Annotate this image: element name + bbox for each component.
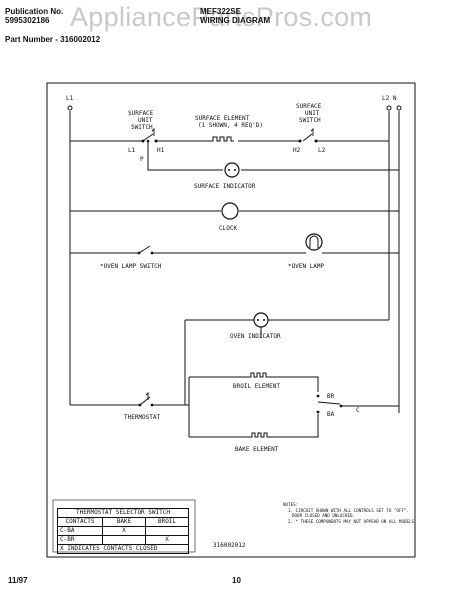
label-oven-lamp: *OVEN LAMP <box>288 263 325 270</box>
junction-h1 <box>154 139 158 143</box>
table-row: C-BR X <box>57 535 189 545</box>
thermostat-selector-table: THERMOSTAT SELECTOR SWITCH CONTACTS BAKE… <box>57 508 189 554</box>
junction-lamp-switch-b <box>150 251 154 255</box>
label-broil-element: BROIL ELEMENT <box>233 383 280 390</box>
selector-cell: X <box>102 526 146 536</box>
surface-switch-left-knob-icon <box>151 127 155 136</box>
label-terminal-c: C <box>356 407 360 414</box>
surface-indicator-wire-left <box>147 141 223 171</box>
junction-br <box>316 394 320 398</box>
label-terminal-h2: H2 <box>293 147 301 154</box>
label-bake-element: BAKE ELEMENT <box>235 446 279 453</box>
notes-line-2: 2. * THESE COMPONENTS MAY NOT APPEAR ON … <box>288 519 417 524</box>
selector-cell: X <box>145 535 189 545</box>
selector-header-bake: BAKE <box>102 517 146 527</box>
label-surface-switch-right-2: UNIT <box>305 110 320 117</box>
surface-element-symbol <box>210 136 234 142</box>
l1-terminal <box>67 105 73 111</box>
bake-wire-right <box>270 414 319 438</box>
model-number: MEF322SE <box>200 7 241 16</box>
selector-cell <box>145 526 189 536</box>
label-terminal-l2: L2 <box>318 147 326 154</box>
broil-wire-right <box>269 376 319 392</box>
selector-table-footnote: X INDICATES CONTACTS CLOSED <box>57 544 189 554</box>
junction-l2 <box>314 139 318 143</box>
junction-ba <box>316 410 320 414</box>
label-surface-switch-left-1: SURFACE <box>128 110 154 117</box>
selector-cell <box>102 535 146 545</box>
junction-p <box>146 139 150 143</box>
surface-indicator-dot <box>234 169 236 171</box>
label-thermostat: THERMOSTAT <box>124 414 161 421</box>
label-l1: L1 <box>66 95 74 102</box>
label-surface-element: SURFACE ELEMENT <box>195 115 250 122</box>
oven-indicator-dot <box>257 319 259 321</box>
selector-cell: C-BR <box>57 535 103 545</box>
surface-switch-right-contact <box>302 133 313 142</box>
footer-page-number: 10 <box>232 576 241 585</box>
thermostat-contact <box>139 396 151 406</box>
thermostat-knob-icon <box>145 391 149 400</box>
notes-line-1: 1. CIRCUIT SHOWN WITH ALL CONTROLS SET T… <box>288 508 409 513</box>
label-terminal-ba: BA <box>327 411 335 418</box>
junction-c <box>339 404 343 408</box>
junction-thermostat-a <box>138 403 142 407</box>
clock-icon <box>221 202 239 220</box>
surface-switch-left-contact <box>142 133 154 142</box>
surface-indicator-lamp-icon <box>224 162 240 178</box>
n-terminal <box>396 105 402 111</box>
diagram-part-number: 316002012 <box>213 542 246 549</box>
selector-table-title: THERMOSTAT SELECTOR SWITCH <box>57 508 189 518</box>
label-oven-indicator: OVEN INDICATOR <box>230 333 281 340</box>
oven-lamp-switch-contact <box>138 245 151 254</box>
diagram-frame <box>46 82 416 558</box>
label-surface-element-qty: (1 SHOWN, 4 REQ'D) <box>198 122 263 129</box>
label-oven-lamp-switch: *OVEN LAMP SWITCH <box>100 263 162 270</box>
l2-terminal <box>386 105 392 111</box>
label-terminal-h1: H1 <box>157 147 165 154</box>
publication-label: Publication No. <box>5 7 64 16</box>
notes-line-1b: DOOR CLOSED AND UNLOCKED. <box>292 513 355 518</box>
selector-switch-lever <box>317 401 341 405</box>
junction-l1 <box>141 139 145 143</box>
footer-date: 11/97 <box>8 576 28 585</box>
label-terminal-p: P <box>140 156 144 163</box>
oven-indicator-lamp-icon <box>253 312 269 328</box>
junction-thermostat-b <box>150 403 154 407</box>
oven-indicator-dot <box>263 319 265 321</box>
label-terminal-l1: L1 <box>128 147 136 154</box>
label-surface-switch-right-1: SURFACE <box>296 103 322 110</box>
selector-header-broil: BROIL <box>145 517 189 527</box>
surface-switch-right-knob-icon <box>310 127 314 136</box>
label-surface-switch-left-3: SWITCH <box>131 124 153 131</box>
junction-h2 <box>298 139 302 143</box>
label-terminal-br: BR <box>327 393 335 400</box>
table-row: C-BA X <box>57 526 189 536</box>
label-l2-n: L2 N <box>382 95 397 102</box>
selector-cell: C-BA <box>57 526 103 536</box>
label-surface-indicator: SURFACE INDICATOR <box>194 183 256 190</box>
label-surface-switch-right-3: SWITCH <box>299 117 321 124</box>
diagram-title: WIRING DIAGRAM <box>200 16 271 25</box>
part-number-label: Part Number - 316002012 <box>5 35 101 44</box>
label-clock: CLOCK <box>219 225 237 232</box>
bake-element-symbol <box>249 432 270 438</box>
notes-title: NOTES: <box>283 502 298 507</box>
label-surface-switch-left-2: UNIT <box>138 117 153 124</box>
oven-lamp-filament-icon <box>309 235 319 248</box>
watermark: AppliancePartsPros.com <box>70 2 373 32</box>
surface-indicator-dot <box>228 169 230 171</box>
selector-header-contacts: CONTACTS <box>57 517 103 527</box>
junction-lamp-switch-a <box>137 251 141 255</box>
publication-number: 5995302186 <box>5 16 50 25</box>
broil-element-symbol <box>248 372 269 378</box>
